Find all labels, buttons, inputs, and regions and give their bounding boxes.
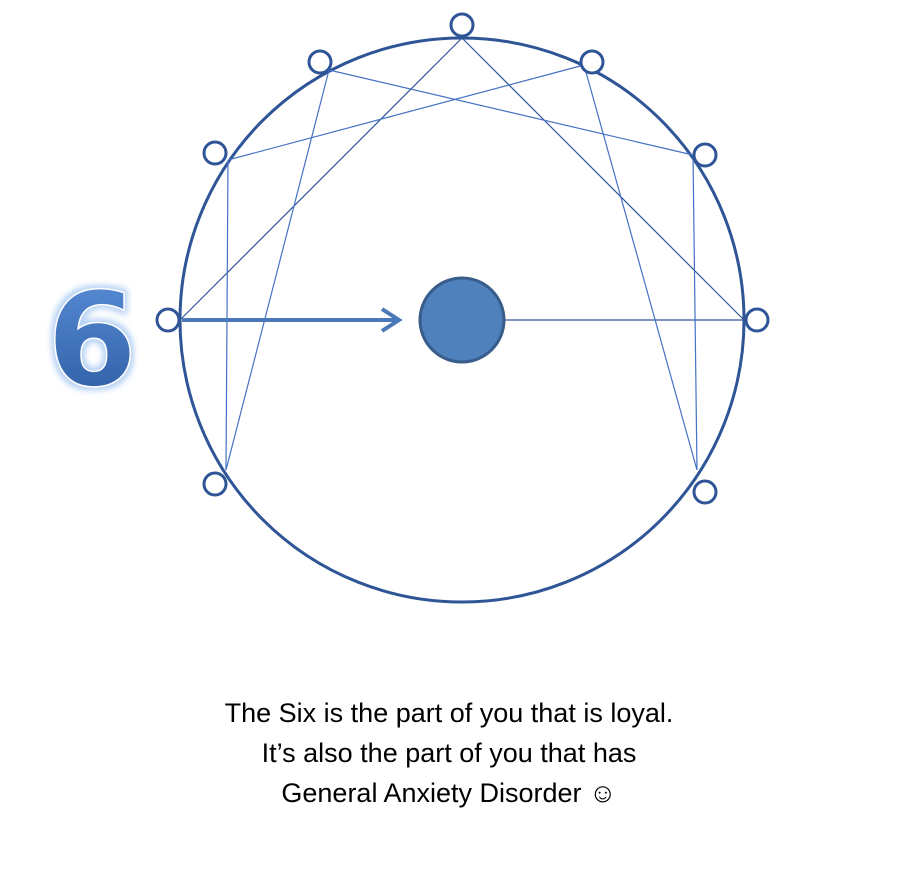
center-circle — [418, 276, 506, 364]
arrow-to-center — [182, 307, 403, 333]
point-markers — [155, 12, 770, 505]
caption: The Six is the part of you that is loyal… — [0, 693, 898, 813]
number-six-label: 6 — [47, 264, 137, 416]
caption-line-2: It’s also the part of you that has — [261, 738, 637, 768]
hexad-lines — [225, 64, 698, 471]
caption-line-3: General Anxiety Disorder ☺ — [281, 778, 617, 808]
caption-line-1: The Six is the part of you that is loyal… — [224, 698, 674, 728]
